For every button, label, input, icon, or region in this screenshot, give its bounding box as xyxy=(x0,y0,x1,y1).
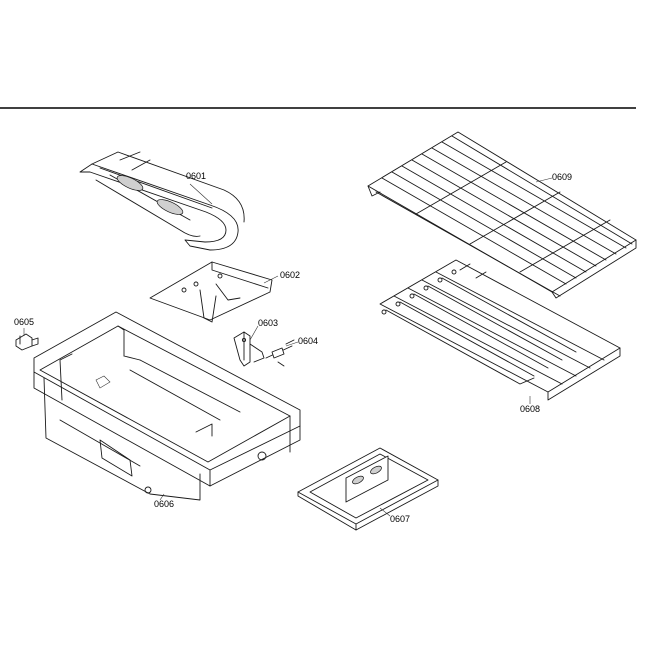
part-label-0604: 0604 xyxy=(298,336,319,346)
igniter-0604 xyxy=(265,339,295,367)
drip-tray-0607 xyxy=(297,447,439,531)
firebox-0606 xyxy=(33,311,301,501)
part-label-0607: 0607 xyxy=(390,514,411,524)
valve-fitting-0605 xyxy=(15,333,39,351)
cooking-grate-0609 xyxy=(367,131,637,299)
leader-lines xyxy=(23,177,553,517)
part-label-0602: 0602 xyxy=(280,270,301,280)
heat-shield-0602 xyxy=(149,261,273,323)
flame-tamers-0608 xyxy=(379,259,621,401)
part-label-0609: 0609 xyxy=(552,172,573,182)
part-label-0603: 0603 xyxy=(258,318,279,328)
bracket-0603 xyxy=(233,331,265,367)
part-label-0605: 0605 xyxy=(14,317,35,327)
part-label-0606: 0606 xyxy=(154,499,175,509)
burner-tube-0601 xyxy=(79,151,245,251)
part-label-0608: 0608 xyxy=(520,404,541,414)
part-label-0601: 0601 xyxy=(186,171,207,181)
